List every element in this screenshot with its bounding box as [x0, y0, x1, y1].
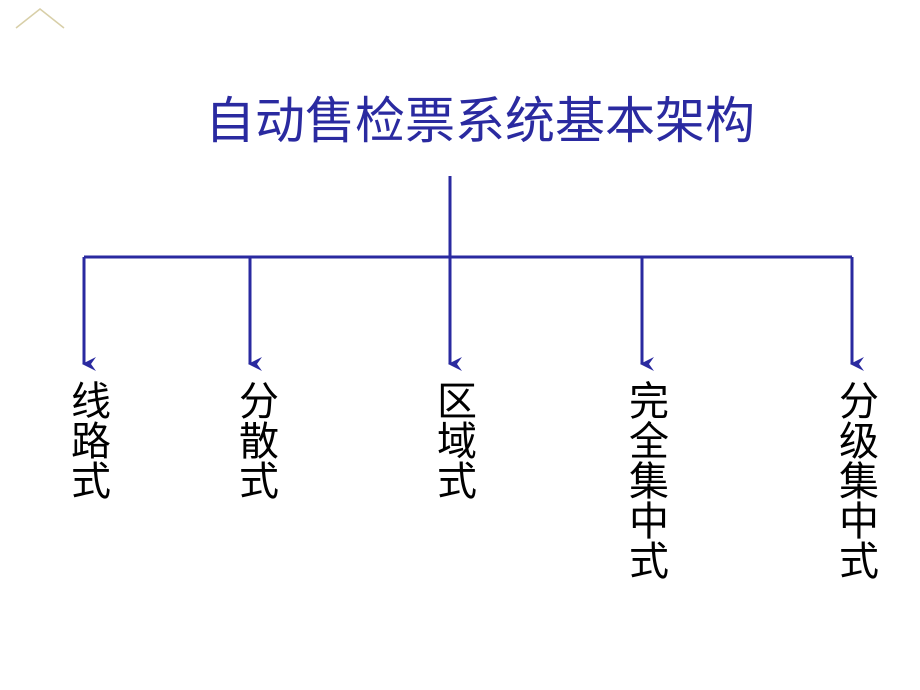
diagram-title: 自动售检票系统基本架构	[205, 92, 755, 150]
corner-decoration	[15, 8, 65, 29]
leaf-node-regional-type: 区域式	[430, 380, 476, 500]
leaf-node-distributed-type: 分散式	[232, 380, 278, 500]
leaf-node-fully-centralized-type: 完全集中式	[622, 380, 668, 580]
leaf-node-hierarchical-centralized-type: 分级集中式	[832, 380, 878, 580]
leaf-node-line-type: 线路式	[64, 380, 110, 500]
